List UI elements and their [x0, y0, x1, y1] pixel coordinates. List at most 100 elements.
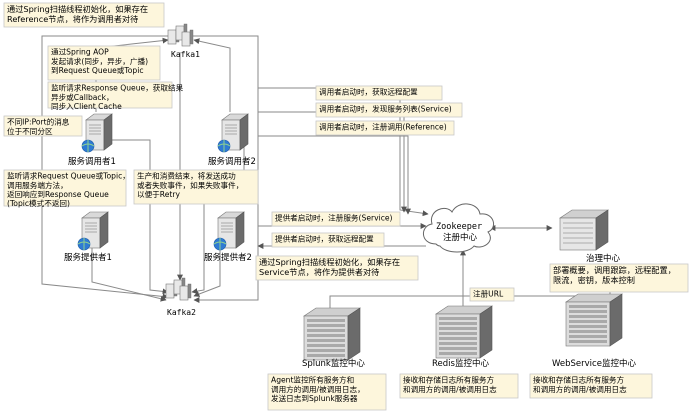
note-text-line: 调用方的调用/被调用日志，	[271, 384, 365, 394]
link-consumer2-zk-register	[258, 135, 411, 215]
governance-server-icon	[559, 209, 609, 251]
zookeeper-label: Zookeeper	[436, 222, 482, 232]
consumer2-label: 服务调用者2	[208, 156, 256, 167]
link-provider1-kafka2	[91, 240, 167, 302]
note-text-line: Service节点，将作为提供者对待	[259, 267, 379, 277]
redis-label: Redis监控中心	[432, 358, 489, 369]
consumer2-server-icon	[217, 113, 249, 153]
link-provider2-kafka2	[193, 250, 221, 297]
note-text-line: 限流，密钥，版本控制	[553, 275, 635, 285]
note-text-line: 调用服务端方法，	[7, 180, 68, 190]
webservice-server-icon	[565, 293, 623, 347]
consumer1-label: 服务调用者1	[68, 156, 116, 167]
provider1-label: 服务提供者1	[64, 252, 112, 263]
bus-left-outer	[41, 35, 169, 300]
note-text-line: 监听请求Response Queue，获取结果	[51, 83, 184, 93]
note-box	[315, 120, 455, 136]
link-consumer1-kafka2	[110, 139, 169, 295]
note-text-line: 或者失败事件，如果失败事件，	[137, 180, 243, 190]
splunk-label: Splunk监控中心	[302, 358, 365, 369]
note-text-line: 返回响应到Response Queue	[7, 189, 109, 199]
note-box	[255, 255, 419, 281]
note-box	[267, 373, 387, 411]
note-listen-request: 监听请求Request Queue或Topic，调用服务端方法，返回响应到Res…	[3, 169, 130, 208]
note-box	[3, 169, 127, 207]
note-governance-desc: 部署概要，调用跟踪，远程配置，限流，密钥，版本控制	[549, 263, 689, 293]
note-text-line: 监听请求Request Queue或Topic，	[7, 171, 130, 181]
note-c-get-config: 调用者启动时，获取远程配置	[315, 85, 443, 101]
note-box	[315, 85, 443, 101]
note-text-line: 生产和消费结束，将发送成功	[137, 171, 236, 181]
webservice-label: WebService监控中心	[552, 358, 636, 369]
splunk-server-icon	[303, 307, 361, 361]
zookeeper-cloud-icon	[423, 203, 495, 253]
note-text-line: 和调用方的调用/被调用日志	[403, 384, 497, 394]
note-box	[3, 2, 165, 28]
note-text-line: 注册URL	[473, 289, 504, 299]
note-box	[47, 81, 173, 109]
provider2-label: 服务提供者2	[204, 252, 252, 263]
note-text-line: 调用者启动时，获取远程配置	[319, 87, 418, 97]
note-text-line: 和调用方的调用/被调用日志	[533, 384, 627, 394]
note-text-line: 同步入Client Cache	[51, 102, 122, 111]
governance-label: 治理中心	[586, 253, 621, 264]
note-text-line: 发起请求(同步，异步，广播)	[51, 56, 148, 66]
note-text-line: 调用者启动时，发现服务列表(Service)	[319, 104, 452, 114]
note-box	[271, 232, 385, 248]
note-text-line: 不同IP:Port的消息	[7, 117, 70, 127]
node-labels: Kafka1 Kafka2 服务调用者1 服务调用者2 服务提供者1 服务提供者…	[64, 50, 636, 369]
note-text-line: 部署概要，调用跟踪，远程配置，	[553, 265, 676, 275]
note-text-line: Agent监控所有服务方和	[271, 375, 354, 385]
note-text-line: 位于不同分区	[7, 126, 53, 136]
note-text-line: 以便于Retry	[137, 189, 180, 199]
note-box	[133, 169, 259, 205]
note-box	[3, 115, 83, 137]
note-text-line: 通过Spring扫描线程初始化，如果存在	[7, 4, 148, 14]
note-text-line: 接收和存储日志所有服务方	[533, 375, 625, 385]
note-text-line: 通过Spring AOP	[51, 47, 109, 57]
note-text-line: Reference节点，将作为调用者对待	[7, 14, 138, 24]
note-box	[549, 263, 689, 293]
note-text-line: 通过Spring扫描线程初始化，如果存在	[259, 257, 400, 267]
note-text-line: 发送日志到Splunk服务器	[271, 393, 358, 403]
consumer1-server-icon	[81, 113, 113, 153]
note-text-line: (Topic模式不返回)	[7, 198, 70, 208]
kafka1-label: Kafka1	[171, 50, 200, 59]
note-text-line: 调用者启动时，注册调用(Reference)	[319, 122, 447, 132]
kafka2-icon	[165, 277, 192, 301]
link-consumer2-kafka1	[193, 38, 231, 112]
note-box	[47, 45, 161, 81]
note-p-get-config: 提供者启动时，获取远程配置	[271, 232, 385, 248]
bus-right-outer	[192, 35, 259, 303]
note-box	[315, 102, 463, 118]
provider1-server-icon	[77, 211, 109, 251]
note-text-line: 异步或Callback，	[51, 92, 114, 102]
kafka1-icon	[167, 23, 194, 47]
note-text-line: 提供者启动时，注册服务(Service)	[275, 213, 393, 223]
note-listen-response: 监听请求Response Queue，获取结果异步或Callback，同步入Cl…	[47, 81, 184, 111]
provider2-server-icon	[213, 211, 245, 251]
note-text-line: 提供者启动时，获取远程配置	[275, 234, 374, 244]
note-c-discover: 调用者启动时，发现服务列表(Service)	[315, 102, 463, 118]
note-box	[529, 373, 653, 399]
note-text-line: 到Request Queue或Topic	[51, 65, 144, 75]
note-box	[469, 287, 515, 302]
note-register-url: 注册URL	[469, 287, 515, 302]
note-box	[399, 373, 519, 399]
redis-server-icon	[435, 305, 493, 359]
note-p-register: 提供者启动时，注册服务(Service)	[271, 211, 401, 227]
note-box	[271, 211, 401, 227]
registry-label: 注册中心	[443, 232, 478, 243]
note-c-register: 调用者启动时，注册调用(Reference)	[315, 120, 455, 136]
note-text-line: 接收和存储日志所有服务方	[403, 375, 495, 385]
